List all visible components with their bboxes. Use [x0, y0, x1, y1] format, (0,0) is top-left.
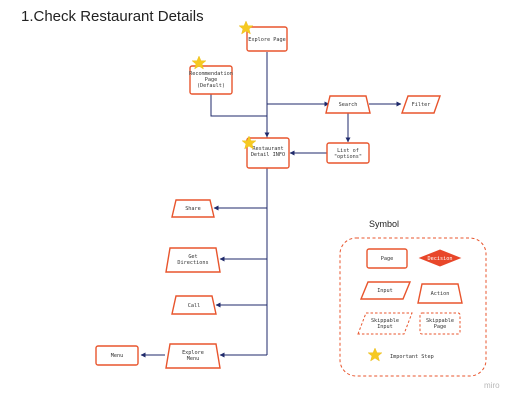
legend-label: Page [381, 256, 394, 262]
node-label: List of [337, 148, 359, 154]
node-search[interactable]: Search [325, 95, 371, 114]
legend-label: Skippable [371, 318, 399, 324]
node-label: Detail INFO [251, 152, 285, 158]
legend-frame [339, 237, 487, 377]
legend-important-step-label: Important Step [390, 354, 434, 360]
node-label: Menu [111, 353, 124, 359]
node-label: Get [188, 254, 197, 260]
node-label: Explore [182, 350, 204, 356]
legend-label: Decision [428, 256, 453, 262]
node-explore-menu[interactable]: Explore Menu [165, 343, 221, 369]
node-label: Explore Page [248, 37, 285, 43]
node-label: Filter [412, 102, 431, 108]
legend-skippable-input: Skippable Input [357, 312, 413, 335]
node-menu[interactable]: Menu [95, 345, 139, 366]
legend-decision: Decision [418, 249, 462, 267]
miro-watermark: miro [484, 381, 500, 390]
node-filter[interactable]: Filter [401, 95, 441, 114]
node-share[interactable]: Share [171, 199, 215, 218]
legend-title: Symbol [369, 219, 399, 229]
node-explore-page[interactable]: Explore Page [246, 26, 288, 52]
node-get-directions[interactable]: Get Directions [165, 247, 221, 273]
edge-recommendation-trunk [210, 94, 267, 117]
node-label: "options" [334, 154, 362, 160]
legend-input: Input [359, 281, 412, 300]
legend: Symbol Page Decision Input Action Skippa… [339, 219, 487, 377]
legend-label: Action [431, 291, 450, 297]
legend-label: Input [377, 288, 393, 294]
node-label: Recommendation [189, 71, 233, 77]
node-label: Restaurant [252, 146, 283, 152]
legend-star-icon [367, 347, 383, 362]
node-label: (Default) [197, 83, 225, 89]
edges [140, 52, 402, 358]
legend-action: Action [417, 283, 463, 304]
node-list-options[interactable]: List of "options" [326, 142, 370, 164]
legend-label: Skippable [426, 318, 454, 324]
legend-label: Input [377, 324, 393, 330]
legend-page: Page [366, 248, 408, 269]
node-label: Search [339, 102, 358, 108]
node-restaurant-detail[interactable]: Restaurant Detail INFO [246, 137, 290, 169]
node-label: Share [185, 206, 201, 212]
legend-skippable-page: Skippable Page [419, 312, 461, 335]
node-label: Call [188, 303, 201, 309]
node-call[interactable]: Call [171, 295, 217, 315]
node-label: Page [205, 77, 218, 83]
node-label: Directions [177, 260, 208, 266]
node-label: Menu [187, 356, 200, 362]
node-recommendation-page[interactable]: Recommendation Page (Default) [189, 65, 233, 95]
diagram-title: 1.Check Restaurant Details [21, 8, 204, 25]
legend-label: Page [434, 324, 447, 330]
